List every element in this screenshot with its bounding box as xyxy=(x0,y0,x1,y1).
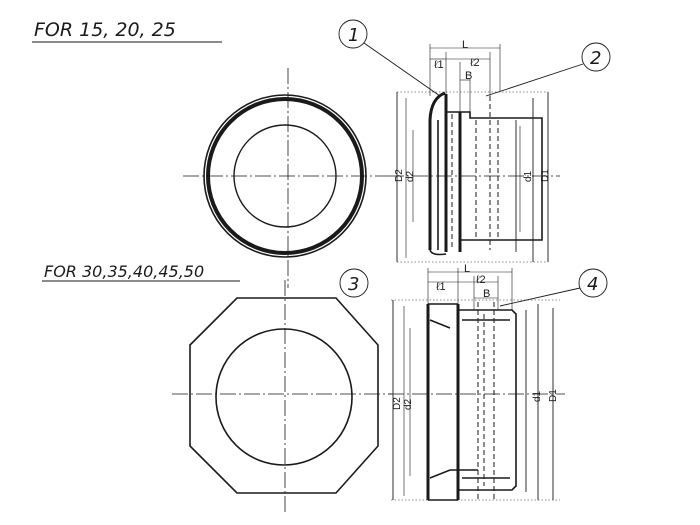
balloon-3 xyxy=(339,268,369,298)
dim-bottom-d1: d1 xyxy=(532,390,543,402)
balloon-3-label: 3 xyxy=(348,274,359,295)
bottom-side-view xyxy=(388,268,565,501)
heading-bottom: FOR 30,35,40,45,50 xyxy=(44,262,204,281)
top-side-view xyxy=(388,44,560,263)
dim-top-B: B xyxy=(465,70,472,82)
dim-bottom-l2: ℓ2 xyxy=(476,274,486,286)
dim-top-D1: D1 xyxy=(540,169,551,182)
dim-top-l2: ℓ2 xyxy=(470,57,480,69)
top-end-view xyxy=(183,68,388,288)
dim-bottom-l1: ℓ1 xyxy=(436,281,446,293)
dim-top-D2: D2 xyxy=(394,169,405,182)
bottom-end-view xyxy=(172,280,392,512)
balloon-2 xyxy=(485,42,611,97)
balloon-4-label: 4 xyxy=(587,274,598,295)
dim-bottom-B: B xyxy=(483,288,490,300)
balloon-2-label: 2 xyxy=(590,48,601,69)
dim-bottom-L: L xyxy=(464,263,470,275)
balloon-1-label: 1 xyxy=(348,25,359,46)
dim-top-l1: ℓ1 xyxy=(434,59,444,71)
heading-top: FOR 15, 20, 25 xyxy=(34,19,176,41)
dim-bottom-D1: D1 xyxy=(548,389,559,402)
dim-top-d1: d1 xyxy=(523,170,534,182)
dim-top-d2: d2 xyxy=(405,170,416,182)
balloon-4 xyxy=(499,268,608,307)
balloon-1 xyxy=(338,19,441,97)
dim-top-L: L xyxy=(462,39,468,51)
dim-bottom-D2: D2 xyxy=(392,397,403,410)
dim-bottom-d2: d2 xyxy=(403,398,414,410)
